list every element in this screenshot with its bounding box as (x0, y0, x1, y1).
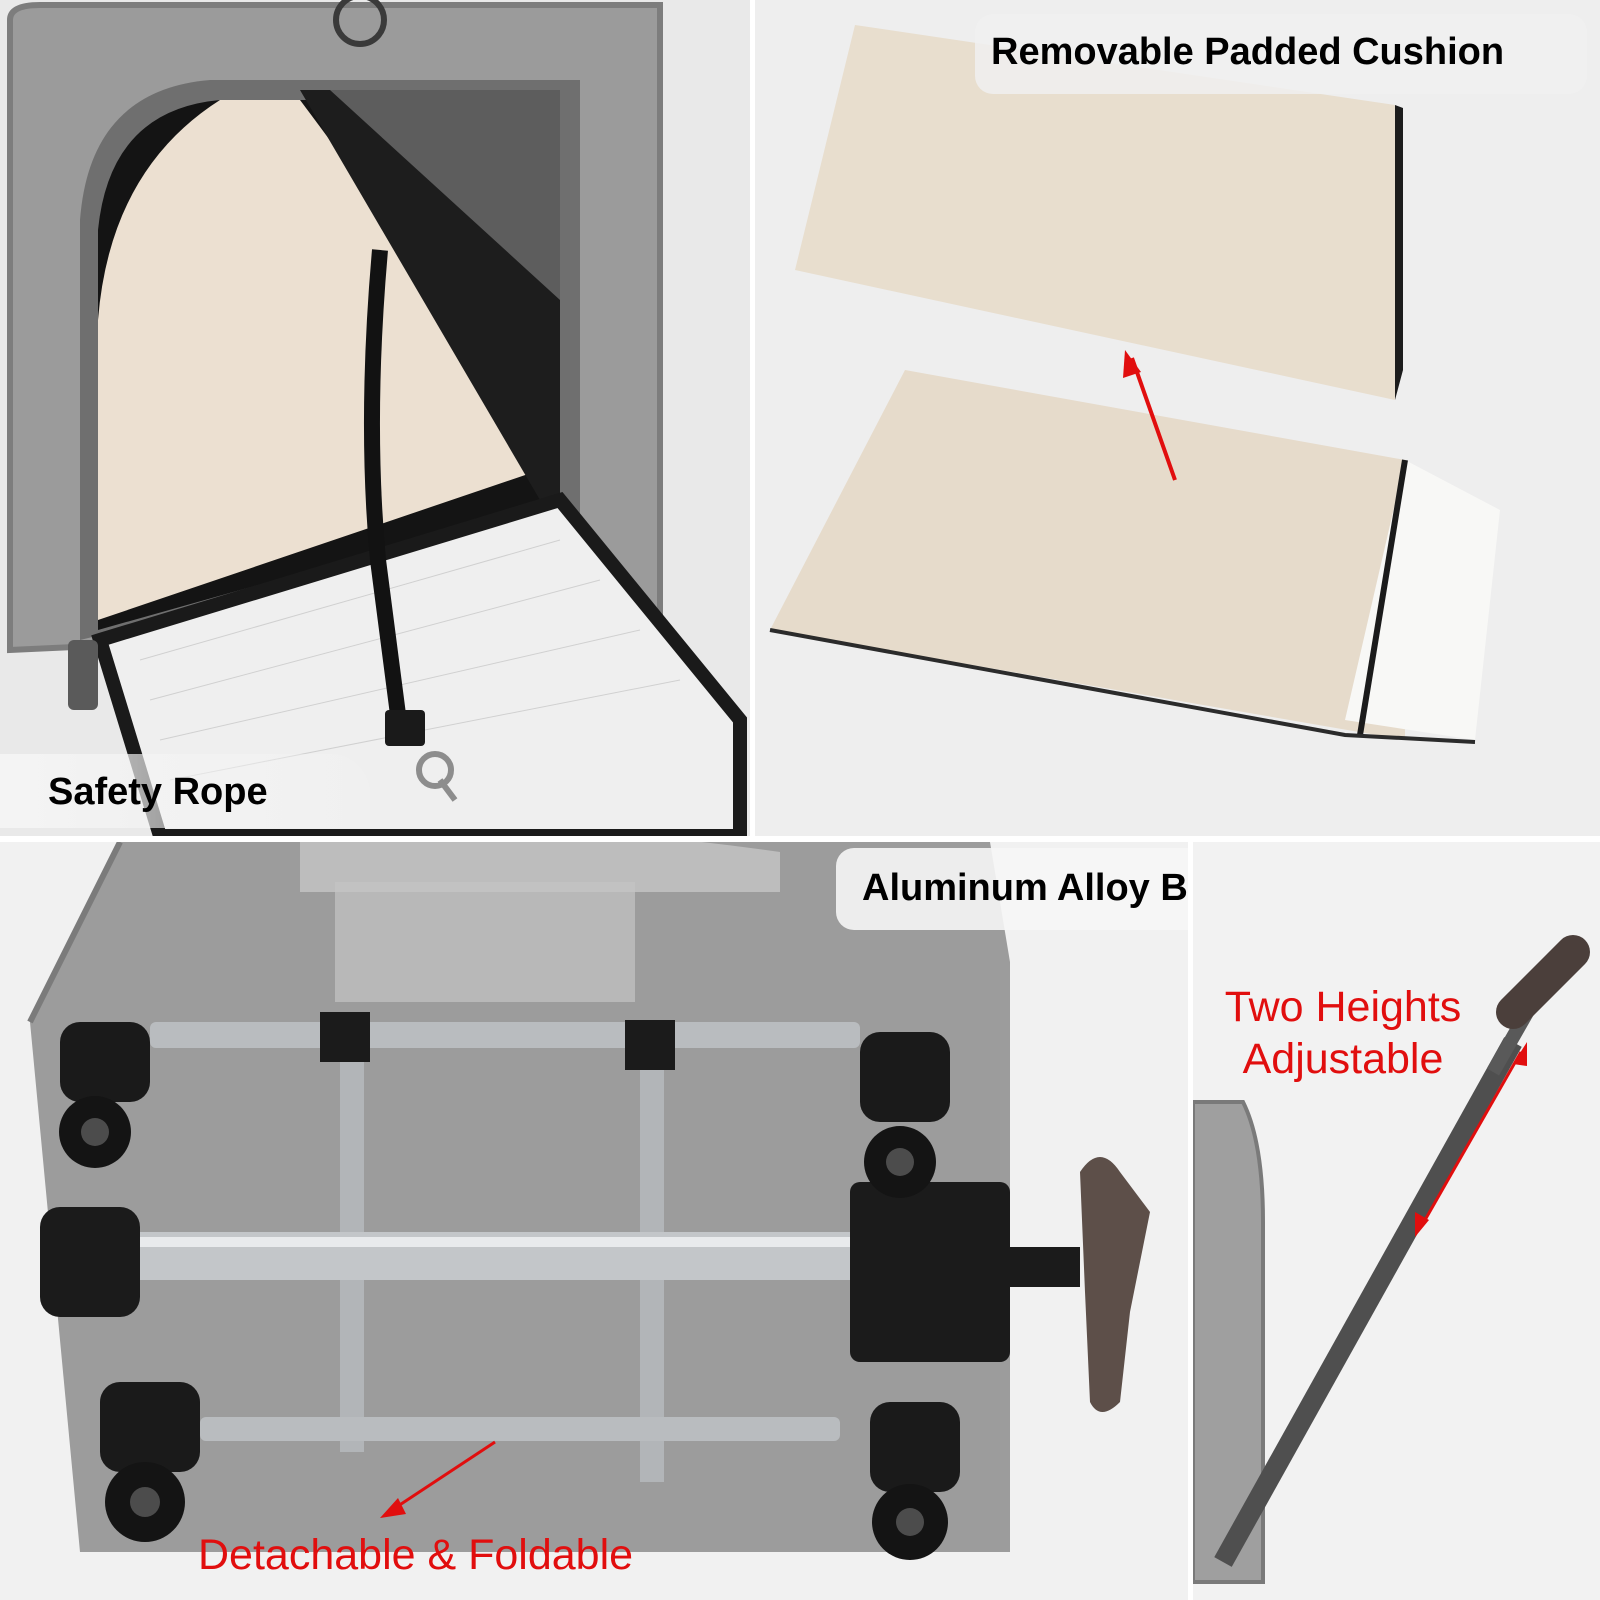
aluminum-base-label: Aluminum Alloy Base with Rod (836, 848, 1188, 930)
safety-rope-photo: Safety Rope (0, 0, 750, 836)
detachable-foldable-callout: Detachable & Foldable (198, 1531, 634, 1579)
aluminum-base-photo: Aluminum Alloy Base with Rod Detachable … (0, 842, 1188, 1600)
safety-rope-label: Safety Rope (0, 754, 370, 828)
two-heights-callout: Two Heights Adjustable (1193, 982, 1493, 1085)
callout-line-2: Adjustable (1242, 1034, 1444, 1083)
carrier-open-door-illustration (0, 0, 750, 836)
telescoping-rod-photo: Two Heights Adjustable (1193, 842, 1600, 1600)
cushion-illustration (755, 0, 1600, 836)
wheel-rear-left (100, 1382, 200, 1542)
wheel-rear-right (870, 1402, 960, 1560)
wheel-front-right (860, 1032, 950, 1198)
cushion-label: Removable Padded Cushion (975, 14, 1587, 94)
callout-line-1: Two Heights (1224, 983, 1462, 1031)
rod-illustration (1193, 842, 1600, 1600)
trolley-base-illustration (0, 842, 1188, 1600)
cushion-photo: Removable Padded Cushion (755, 0, 1600, 836)
wheel-front-left (59, 1022, 150, 1168)
